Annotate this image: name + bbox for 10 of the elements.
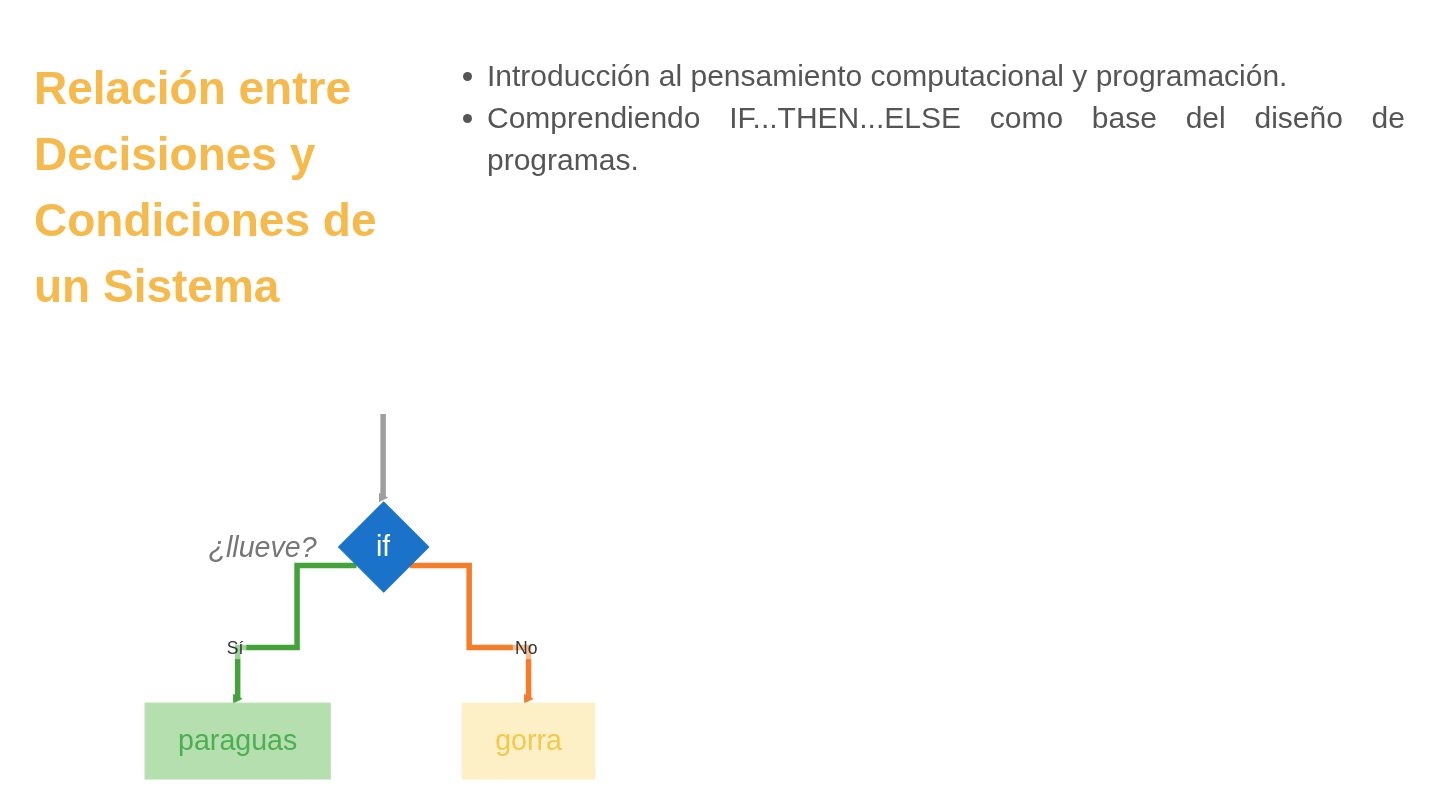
bullet-text: Introducción al pensamiento computacional y programación. bbox=[487, 58, 1289, 94]
node-diamond: if bbox=[337, 501, 430, 593]
bullet-text: Comprendiendo IF...THEN...ELSE como base del diseño de programas. bbox=[487, 100, 1405, 178]
node-box: paraguas bbox=[144, 702, 331, 780]
arrow bbox=[378, 411, 388, 503]
slide-title: Relación entre Decisiones y Condiciones de un Sistema bbox=[34, 61, 378, 314]
arrow bbox=[232, 562, 357, 704]
condition-caption: ¿llueve? bbox=[208, 530, 317, 563]
arrow bbox=[409, 562, 534, 704]
node-box: gorra bbox=[461, 702, 596, 780]
